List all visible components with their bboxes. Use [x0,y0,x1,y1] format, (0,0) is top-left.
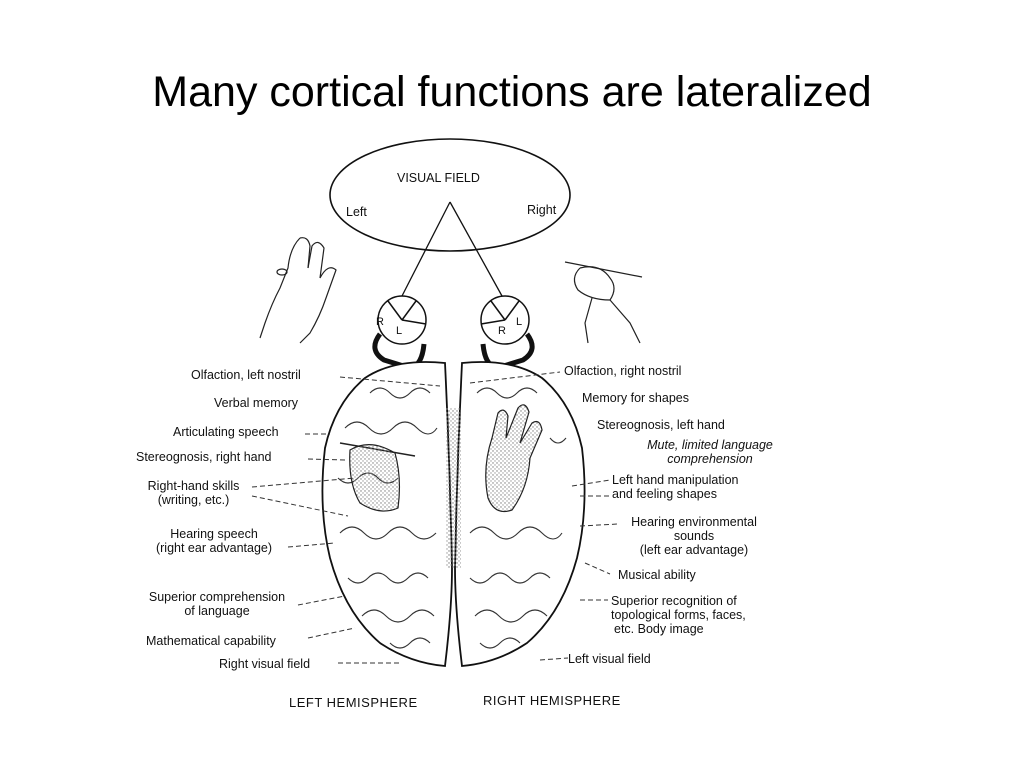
diagram-drawing [251,138,643,667]
right-hemisphere-hand [485,404,543,513]
label-left-hand-manipulation: Left hand manipulation and feeling shape… [612,473,738,501]
right-eye-l-label: L [516,316,523,328]
label-superior-recognition-line3: etc. Body image [614,622,704,636]
label-superior-comprehension-line1: Superior comprehension [148,590,286,604]
left-hemisphere-label: LEFT HEMISPHERE [289,695,418,710]
optic-lines [401,201,503,297]
label-hearing-speech-line2: (right ear advantage) [155,541,273,555]
label-hearing-env-line1: Hearing environmental [631,515,757,529]
brain-lateralization-diagram: VISUAL FIELD Left Right R L R L Olfactio… [136,138,810,738]
label-mute-limited-language: Mute, limited language comprehension [622,438,798,466]
label-left-hand-line1: Left hand manipulation [612,473,739,487]
label-stereognosis-right-hand: Stereognosis, right hand [136,450,272,464]
label-musical-ability: Musical ability [618,568,696,582]
right-leader-lines [469,371,619,661]
label-right-hand-skills-line1: Right-hand skills [147,479,240,493]
label-articulating-speech: Articulating speech [173,425,279,439]
label-hearing-env-line3: (left ear advantage) [639,543,749,557]
label-left-visual-field: Left visual field [568,652,651,666]
right-gyri [469,387,567,649]
label-superior-recognition-line2: topological forms, faces, [611,608,746,622]
label-mute-line1: Mute, limited language [647,438,773,452]
writing-hand-illustration [564,261,643,344]
visual-field-right-label: Right [527,203,557,217]
left-hemisphere-hand [339,442,416,512]
label-stereognosis-left-hand: Stereognosis, left hand [597,418,725,432]
label-superior-recognition-line1: Superior recognition of [611,594,737,608]
visual-field-left-label: Left [346,205,367,219]
label-mathematical-capability: Mathematical capability [146,634,276,648]
right-eye-r-label: R [498,325,506,337]
left-leader-lines [251,376,441,664]
label-right-hand-skills: Right-hand skills (writing, etc.) [136,479,251,507]
slide-title: Many cortical functions are lateralized [152,68,872,116]
label-hearing-environmental: Hearing environmental sounds (left ear a… [614,515,774,557]
visual-field-label: VISUAL FIELD [397,171,480,185]
label-superior-recognition: Superior recognition of topological form… [611,594,746,636]
visual-field-ellipse [329,138,571,252]
label-right-visual-field: Right visual field [219,657,311,671]
left-eye-r-label: R [376,316,384,328]
left-eye-l-label: L [396,325,403,337]
label-right-hand-skills-line2: (writing, etc.) [157,493,230,507]
label-memory-for-shapes: Memory for shapes [582,391,689,405]
label-mute-line2: comprehension [667,452,753,466]
label-olfaction-right: Olfaction, right nostril [564,364,682,378]
left-hemisphere-outline [321,361,453,667]
label-olfaction-left: Olfaction, left nostril [191,368,301,382]
label-hearing-env-line2: sounds [673,529,715,543]
label-hearing-speech: Hearing speech (right ear advantage) [140,527,288,555]
label-superior-comprehension: Superior comprehension of language [136,590,298,618]
raised-hand-illustration [259,237,337,344]
label-left-hand-line2: and feeling shapes [612,487,717,501]
label-hearing-speech-line1: Hearing speech [170,527,258,541]
right-eye [480,295,535,371]
label-verbal-memory: Verbal memory [214,396,299,410]
right-hemisphere-label: RIGHT HEMISPHERE [483,693,621,708]
label-superior-comprehension-line2: of language [184,604,250,618]
corpus-callosum [446,408,461,568]
